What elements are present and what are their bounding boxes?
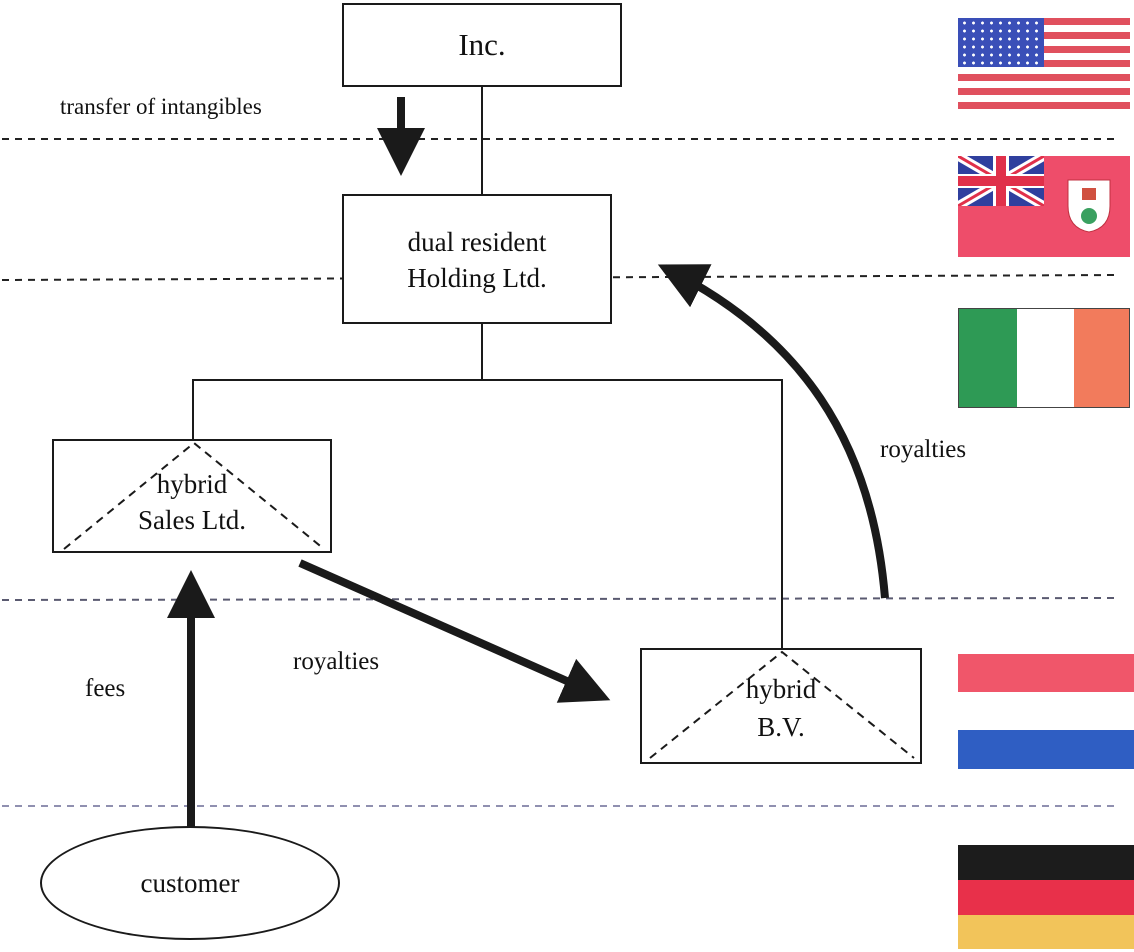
netherlands-flag — [958, 654, 1134, 769]
royalties-to-holding-arrow — [657, 264, 889, 599]
sales-label-line2: Sales Ltd. — [138, 505, 246, 535]
bv-box: hybrid B.V. — [640, 648, 922, 764]
fees-label: fees — [85, 675, 126, 702]
royalties-to-bv-arrow — [298, 559, 611, 703]
royalties-to-bv-label: royalties — [293, 648, 380, 675]
sales-box: hybrid Sales Ltd. — [52, 439, 332, 553]
transfer-label: transfer of intangibles — [60, 94, 262, 119]
customer-label: customer — [140, 868, 240, 898]
ownership-line-holding-subsidiaries — [192, 379, 783, 650]
jurisdiction-separator-ireland-netherlands — [1, 597, 1116, 601]
holding-box: dual resident Holding Ltd. — [342, 194, 612, 324]
ireland-flag — [958, 308, 1130, 408]
bermuda-coat-of-arms — [1067, 179, 1111, 233]
jurisdiction-separator-bermuda-ireland — [1, 274, 1116, 281]
holding-label-line2: Holding Ltd. — [407, 263, 547, 293]
customer-ellipse: customer — [40, 826, 340, 940]
bv-label-line2: B.V. — [757, 712, 805, 742]
royalties-to-holding-label: royalties — [880, 436, 967, 463]
inc-box: Inc. — [342, 3, 622, 87]
bermuda-flag — [958, 156, 1130, 257]
inc-label: Inc. — [458, 27, 506, 62]
bv-label-line1: hybrid — [745, 674, 817, 704]
us-flag — [958, 18, 1130, 110]
sales-label-line1: hybrid — [156, 469, 228, 499]
germany-flag — [958, 845, 1134, 949]
bv-hybrid-marker — [649, 650, 915, 759]
holding-label-line1: dual resident — [407, 227, 547, 257]
